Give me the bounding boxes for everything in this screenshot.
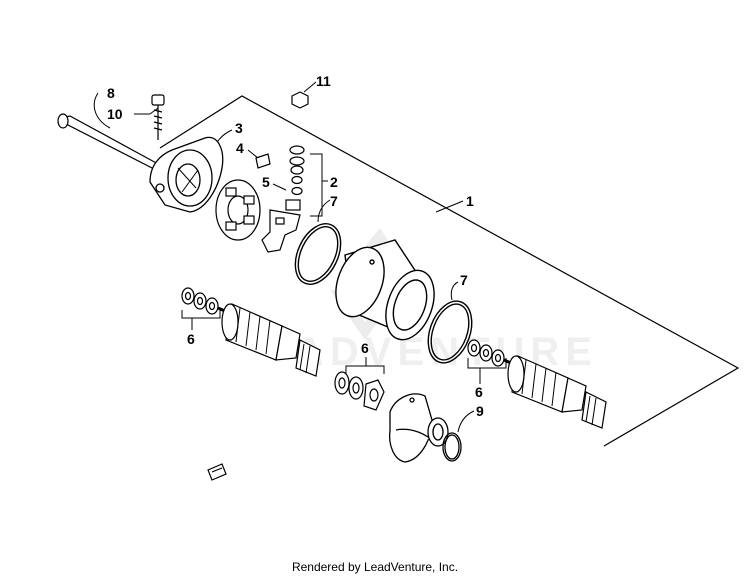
watermark-text: ADVENTURE	[295, 330, 598, 374]
screw	[151, 94, 165, 140]
callout-7-right: 7	[460, 272, 468, 288]
footer-credit: Rendered by LeadVenture, Inc.	[291, 560, 459, 574]
callout-11: 11	[316, 73, 331, 89]
callout-6-middle: 6	[361, 340, 369, 356]
washers-left	[181, 287, 219, 315]
terminal-brush-lead	[261, 199, 301, 253]
through-bolt	[57, 113, 161, 171]
callout-5: 5	[262, 174, 270, 190]
leader-lines	[93, 81, 507, 433]
armature-left	[217, 303, 321, 377]
end-cover	[149, 136, 224, 213]
drive-end-housing	[388, 393, 449, 463]
o-ring-right	[427, 300, 473, 364]
callout-9: 9	[476, 403, 484, 419]
callout-1: 1	[466, 193, 474, 209]
assembly-bracket	[159, 95, 740, 447]
callout-7-upper: 7	[330, 193, 338, 209]
washers-right	[467, 339, 505, 367]
nut-washer-stack	[289, 91, 309, 196]
small-bracket-icon	[207, 463, 227, 481]
callout-6-right: 6	[475, 384, 483, 400]
armature-right	[503, 355, 607, 429]
callout-4: 4	[236, 140, 244, 156]
washers-middle	[334, 371, 385, 411]
callout-2: 2	[330, 174, 338, 190]
o-ring-upper	[294, 223, 342, 285]
callout-3: 3	[235, 120, 243, 136]
callout-8: 8	[107, 85, 115, 101]
callout-10: 10	[107, 106, 123, 122]
o-ring-small	[442, 432, 462, 462]
yoke-housing	[335, 239, 435, 341]
brush-holder-plate	[215, 179, 261, 241]
callout-6-left: 6	[187, 331, 195, 347]
clip	[255, 153, 271, 169]
